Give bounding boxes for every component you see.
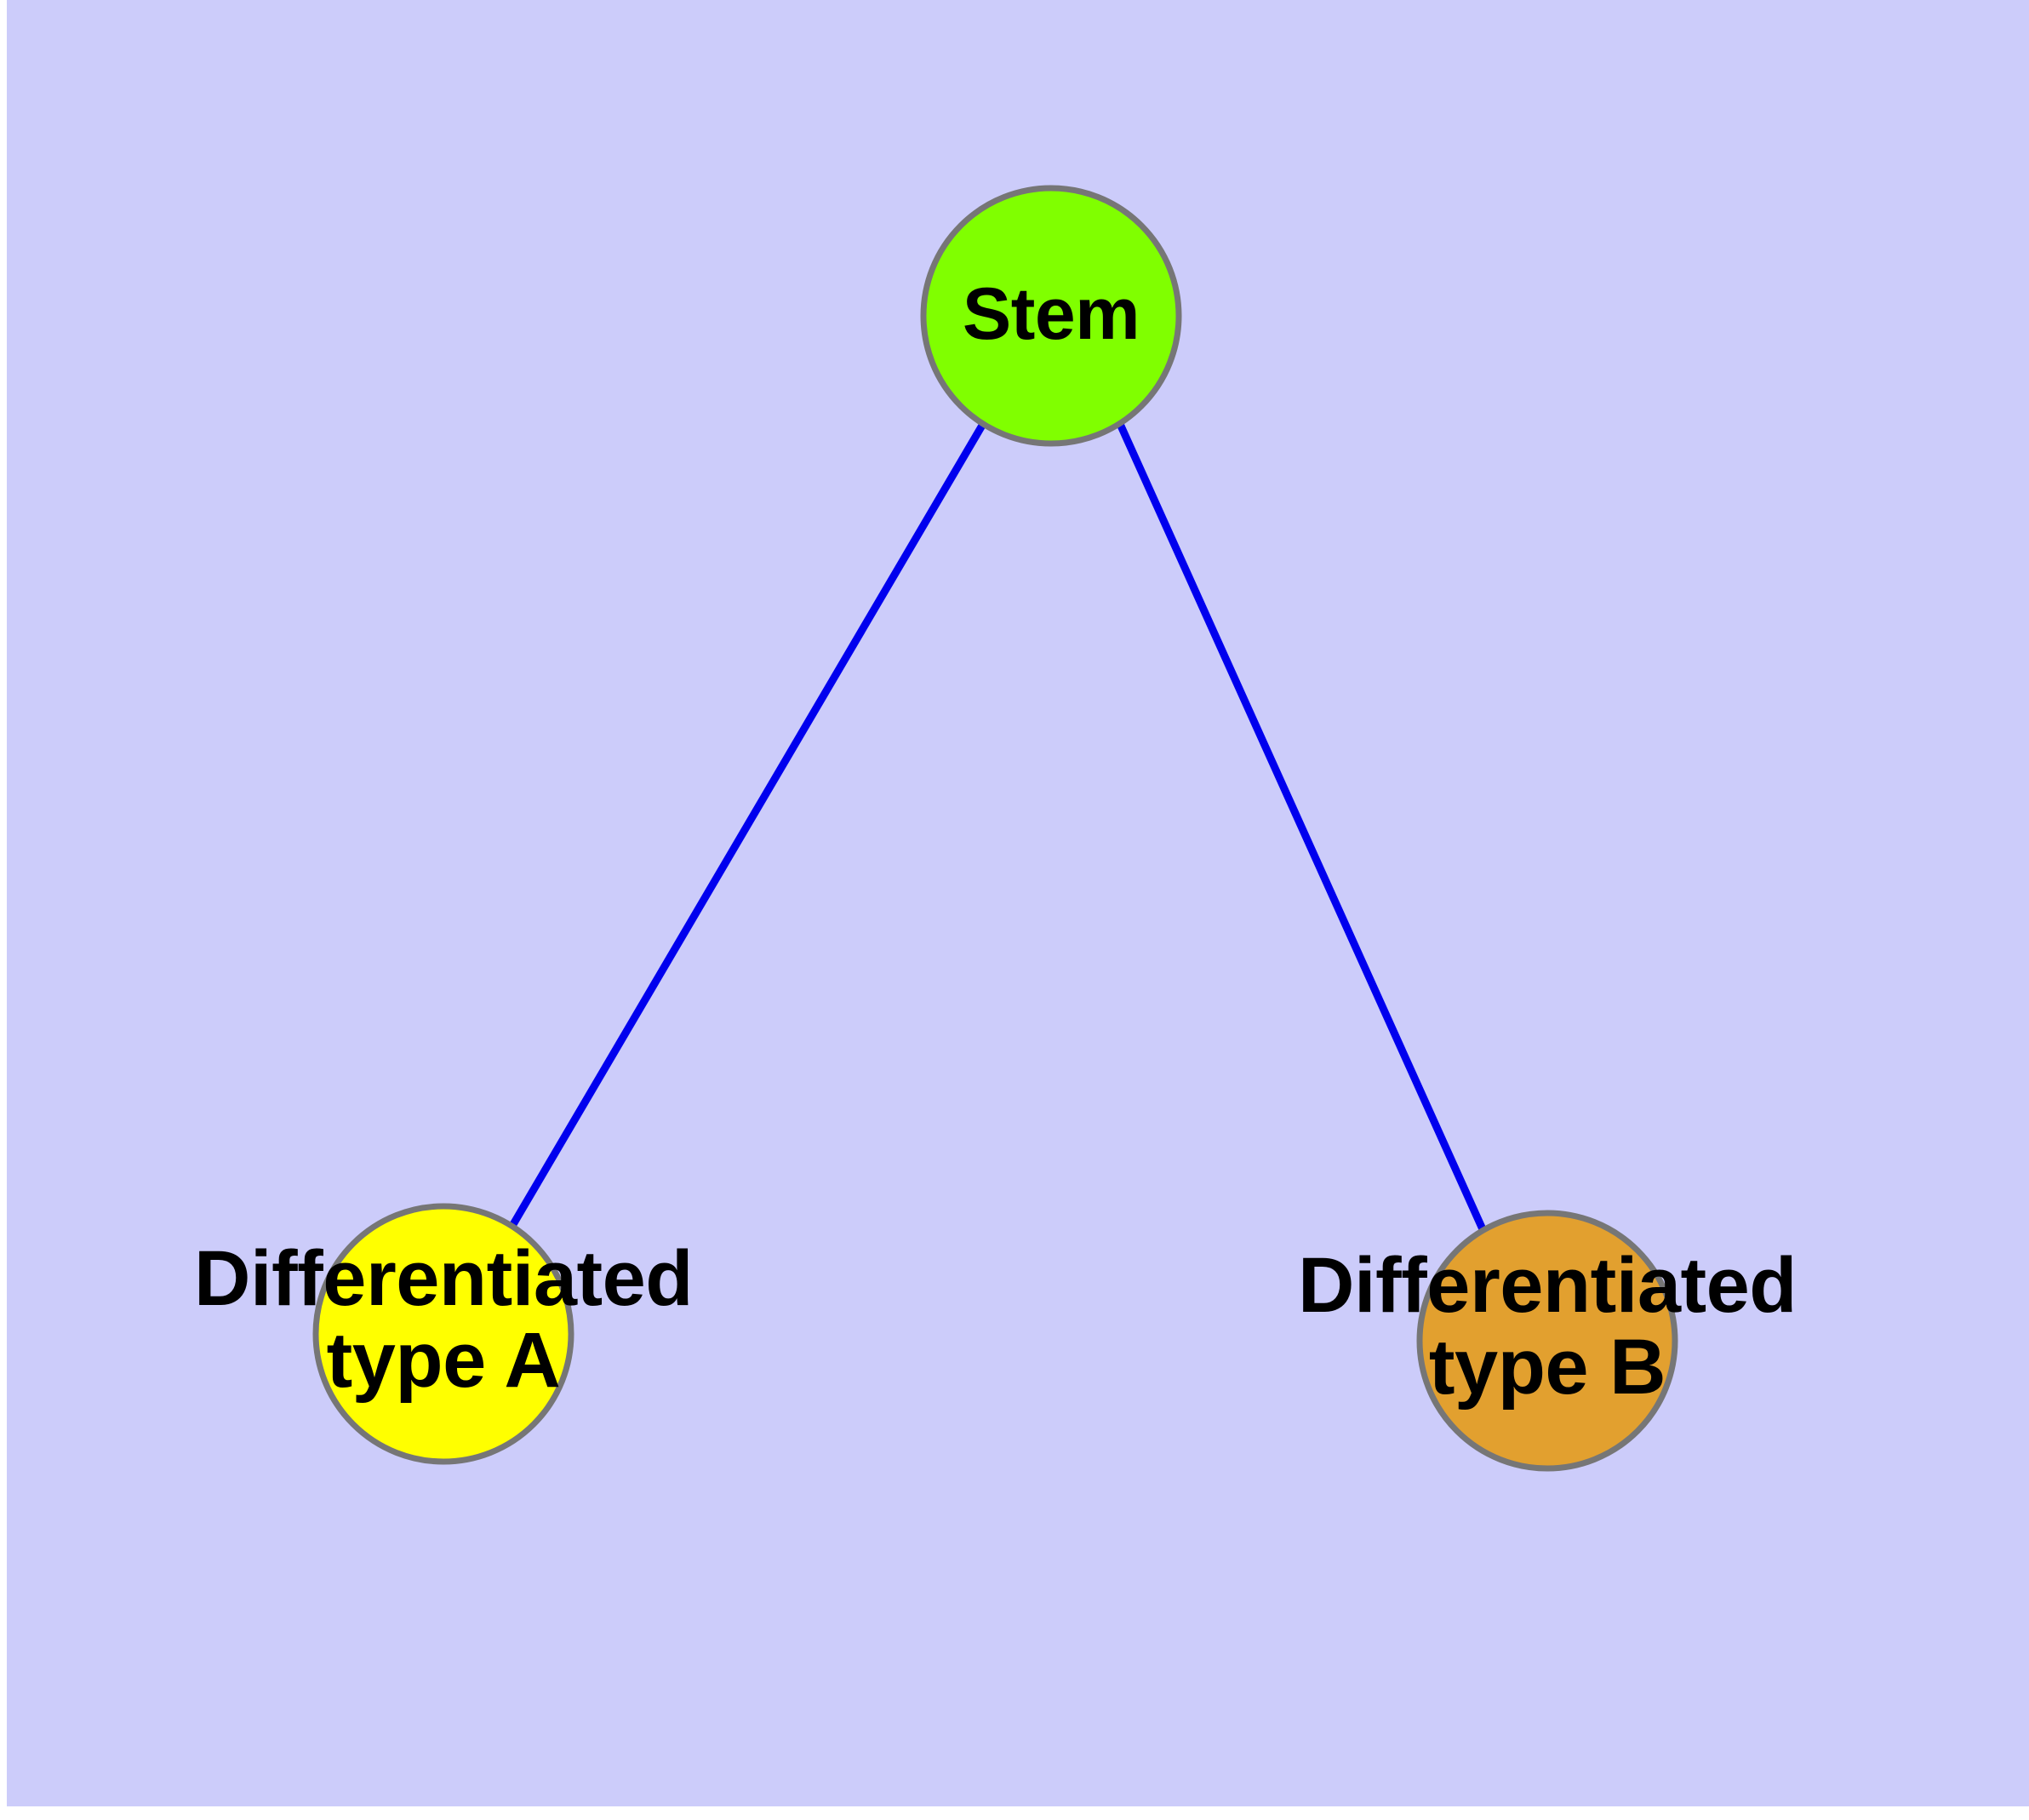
node-circle-differentiated-type-a[interactable] <box>312 1203 574 1465</box>
node-circle-differentiated-type-b[interactable] <box>1416 1210 1678 1472</box>
edge-stem-to-differentiated-type-a[interactable] <box>509 421 986 1228</box>
edge-stem-to-differentiated-type-b[interactable] <box>1116 422 1487 1231</box>
node-circle-stem[interactable] <box>920 185 1182 447</box>
edge-layer <box>509 421 1487 1231</box>
node-layer <box>312 185 1678 1472</box>
